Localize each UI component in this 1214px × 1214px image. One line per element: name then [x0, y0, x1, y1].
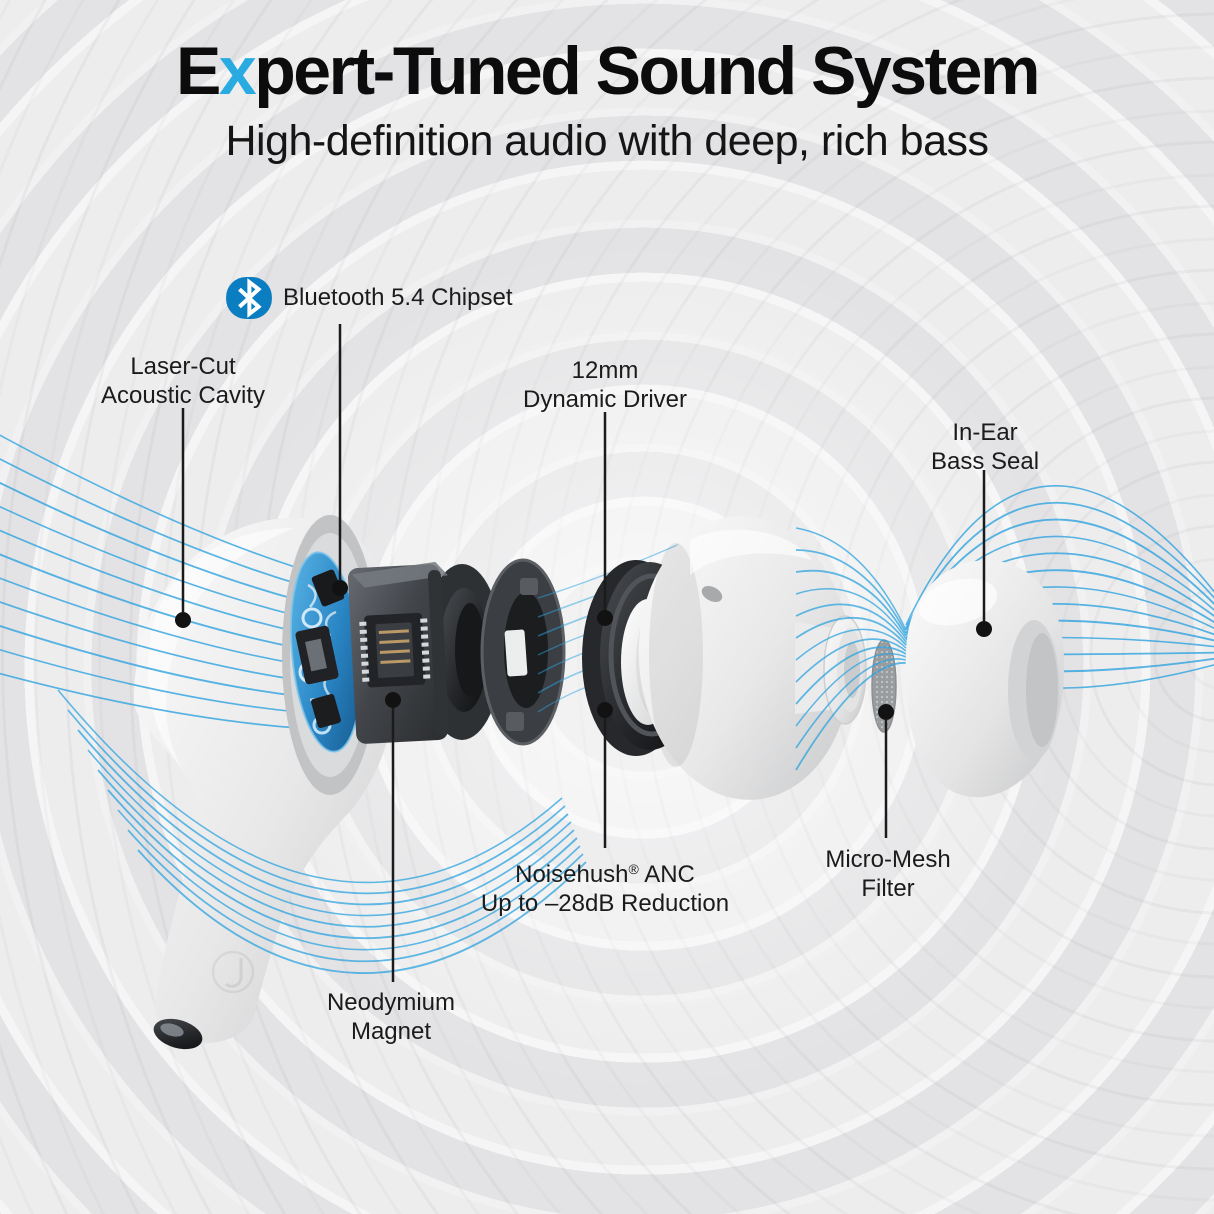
spacer-ring [480, 558, 566, 746]
chipset-magnet-module [347, 561, 502, 744]
callout-lines [175, 324, 992, 982]
logo-emboss [211, 950, 255, 994]
bluetooth-label: Bluetooth 5.4 Chipset [283, 284, 513, 311]
page-subtitle: High-definition audio with deep, rich ba… [225, 117, 989, 165]
page-title: Expert-Tuned Sound System [176, 33, 1040, 109]
title-accent-letter: x [218, 33, 257, 109]
inner-housing [638, 516, 867, 800]
callout-bluetooth: Bluetooth 5.4 Chipset [226, 277, 513, 319]
bluetooth-icon [226, 277, 272, 319]
ear-tip [905, 560, 1065, 798]
housing-vent [701, 585, 723, 603]
ring-slot [504, 629, 528, 677]
registered-mark: ® [628, 861, 639, 877]
sound-waves-nozzle [795, 527, 907, 771]
sound-waves-underwrap [57, 689, 587, 975]
pcb-disc [290, 551, 362, 753]
callout-noisehush: Noisehush® ANC Up to –28dB Reduction [480, 861, 730, 917]
sound-waves-left [0, 434, 299, 729]
